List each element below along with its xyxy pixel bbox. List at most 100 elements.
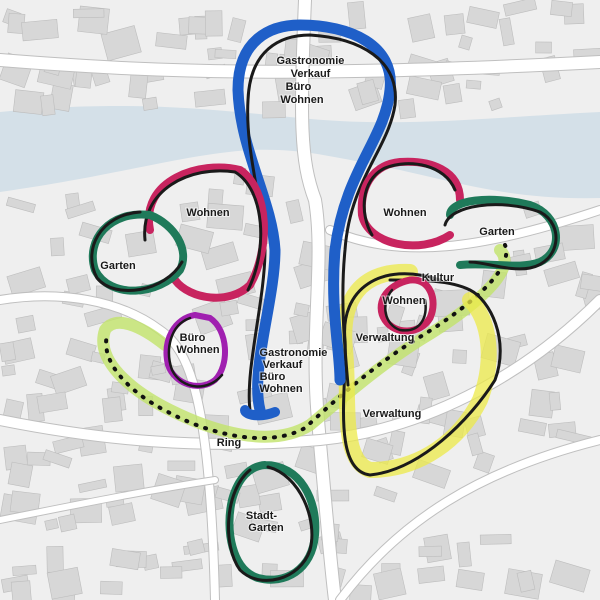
building <box>21 18 59 42</box>
wohnen-east-outline <box>362 162 457 237</box>
north-commercial-stroke <box>232 19 396 416</box>
building <box>108 502 136 526</box>
building <box>442 82 463 105</box>
building <box>579 273 600 294</box>
label-stadtgarten: Stadt- Garten <box>246 510 284 534</box>
building <box>466 432 484 457</box>
building <box>204 10 223 37</box>
building <box>479 534 512 545</box>
label-wohnen-west: Wohnen <box>186 207 229 219</box>
label-north-commercial: Gastronomie Verkauf Büro Wohnen <box>277 55 348 106</box>
building <box>373 567 407 600</box>
zone-labels: Gastronomie Verkauf Büro Wohnen Wohnen G… <box>99 54 516 535</box>
building <box>1 364 16 377</box>
building <box>36 391 69 414</box>
building <box>465 79 482 90</box>
building <box>516 569 536 593</box>
building <box>262 101 286 119</box>
building <box>200 241 239 271</box>
building <box>101 396 123 423</box>
building <box>550 344 586 374</box>
label-garten-east: Garten <box>479 226 515 238</box>
building <box>57 513 78 533</box>
building <box>179 201 201 223</box>
building <box>558 224 595 251</box>
building <box>5 196 36 214</box>
building <box>373 485 398 503</box>
label-wohnen-east: Wohnen <box>383 207 426 219</box>
building <box>12 564 37 577</box>
wohnen-west-stroke <box>144 163 268 302</box>
building <box>455 568 485 591</box>
building <box>65 274 92 296</box>
label-south-commercial: Gastronomie Verkauf Büro Wohnen <box>259 347 330 395</box>
label-verwaltung-north: Verwaltung <box>356 332 415 344</box>
building <box>293 302 310 318</box>
building <box>100 580 123 595</box>
building <box>456 541 472 568</box>
building <box>44 518 59 531</box>
building <box>422 371 450 402</box>
garten-west-outline <box>90 210 184 292</box>
building <box>548 391 562 411</box>
building <box>249 517 278 534</box>
building <box>42 449 73 469</box>
building <box>285 199 304 224</box>
wohnen-center-east-outline <box>384 288 427 332</box>
building <box>100 25 142 62</box>
building <box>466 6 500 29</box>
building <box>361 437 394 465</box>
buero-wohnen-outline <box>167 316 224 388</box>
building <box>550 0 574 18</box>
wohnen-west-outline <box>143 169 263 292</box>
building <box>112 463 145 493</box>
building <box>376 326 390 343</box>
building <box>417 565 446 584</box>
building <box>452 349 467 364</box>
building <box>167 460 196 471</box>
label-kultur: Kultur <box>422 272 455 284</box>
building <box>155 32 188 50</box>
south-commercial-blue <box>240 405 280 421</box>
building <box>7 461 34 488</box>
building <box>502 0 538 17</box>
building <box>498 17 515 47</box>
building <box>150 363 167 376</box>
building <box>50 365 88 396</box>
building <box>348 584 372 600</box>
building <box>543 260 581 287</box>
building <box>443 13 466 36</box>
ring-dots <box>104 243 509 441</box>
label-wohnen-center-east: Wohnen <box>382 295 425 307</box>
building <box>141 96 159 111</box>
building <box>64 200 96 220</box>
building <box>160 566 183 579</box>
annotations <box>88 19 560 584</box>
building <box>40 94 56 117</box>
building <box>0 341 17 362</box>
building <box>227 17 247 44</box>
building <box>72 8 105 19</box>
building <box>124 229 157 258</box>
building <box>77 478 108 493</box>
building <box>219 299 239 317</box>
building <box>347 0 367 30</box>
verwaltung-outline <box>342 272 502 477</box>
building <box>418 545 442 558</box>
garten-east-outline <box>443 203 558 271</box>
stadtgarten-outline <box>227 465 314 582</box>
building <box>12 89 45 115</box>
label-ring: Ring <box>217 437 241 449</box>
building <box>52 434 85 455</box>
building <box>109 548 141 571</box>
building <box>356 78 380 106</box>
building <box>206 202 245 231</box>
building <box>517 418 547 437</box>
building <box>46 566 83 600</box>
building <box>335 538 348 554</box>
building <box>407 13 436 43</box>
building <box>488 97 503 112</box>
label-buero-wohnen: Büro Wohnen <box>176 332 219 356</box>
